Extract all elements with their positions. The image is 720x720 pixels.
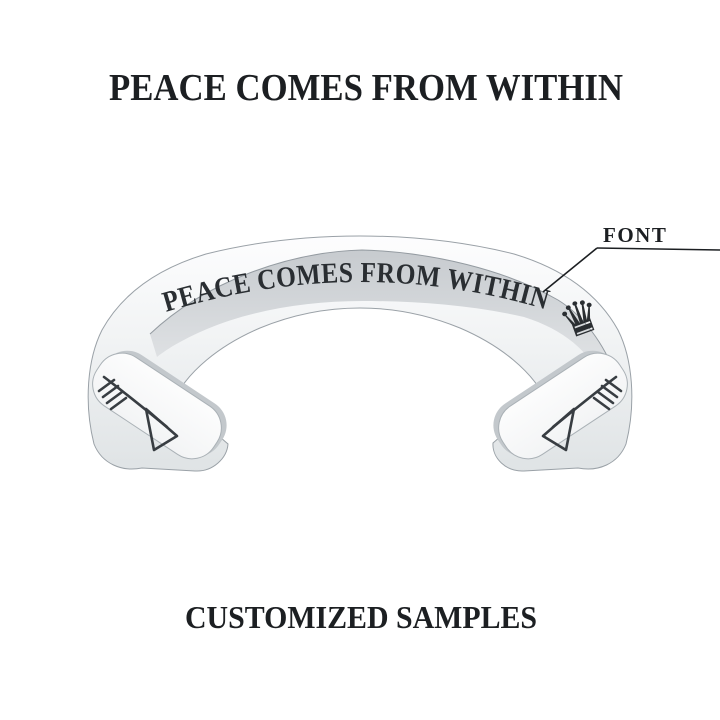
font-callout-label: FONT <box>603 223 667 247</box>
cuff-end-left <box>92 350 227 460</box>
page-title: PEACE COMES FROM WITHIN <box>109 67 623 109</box>
cuff-inner-surface <box>150 250 616 384</box>
font-callout-underline <box>596 247 720 251</box>
arrow-right-icon <box>541 375 623 452</box>
cuff-inner-surface-edge <box>149 249 617 377</box>
font-callout-pointer-line <box>542 247 598 293</box>
font-callout: FONT <box>542 223 720 293</box>
cuff-end-right <box>493 350 628 460</box>
page-caption: CUSTOMIZED SAMPLES <box>185 599 537 635</box>
cuff-end-right-face <box>498 352 628 460</box>
arrow-left-icon <box>97 375 179 452</box>
cuff-end-left-face <box>92 352 222 460</box>
